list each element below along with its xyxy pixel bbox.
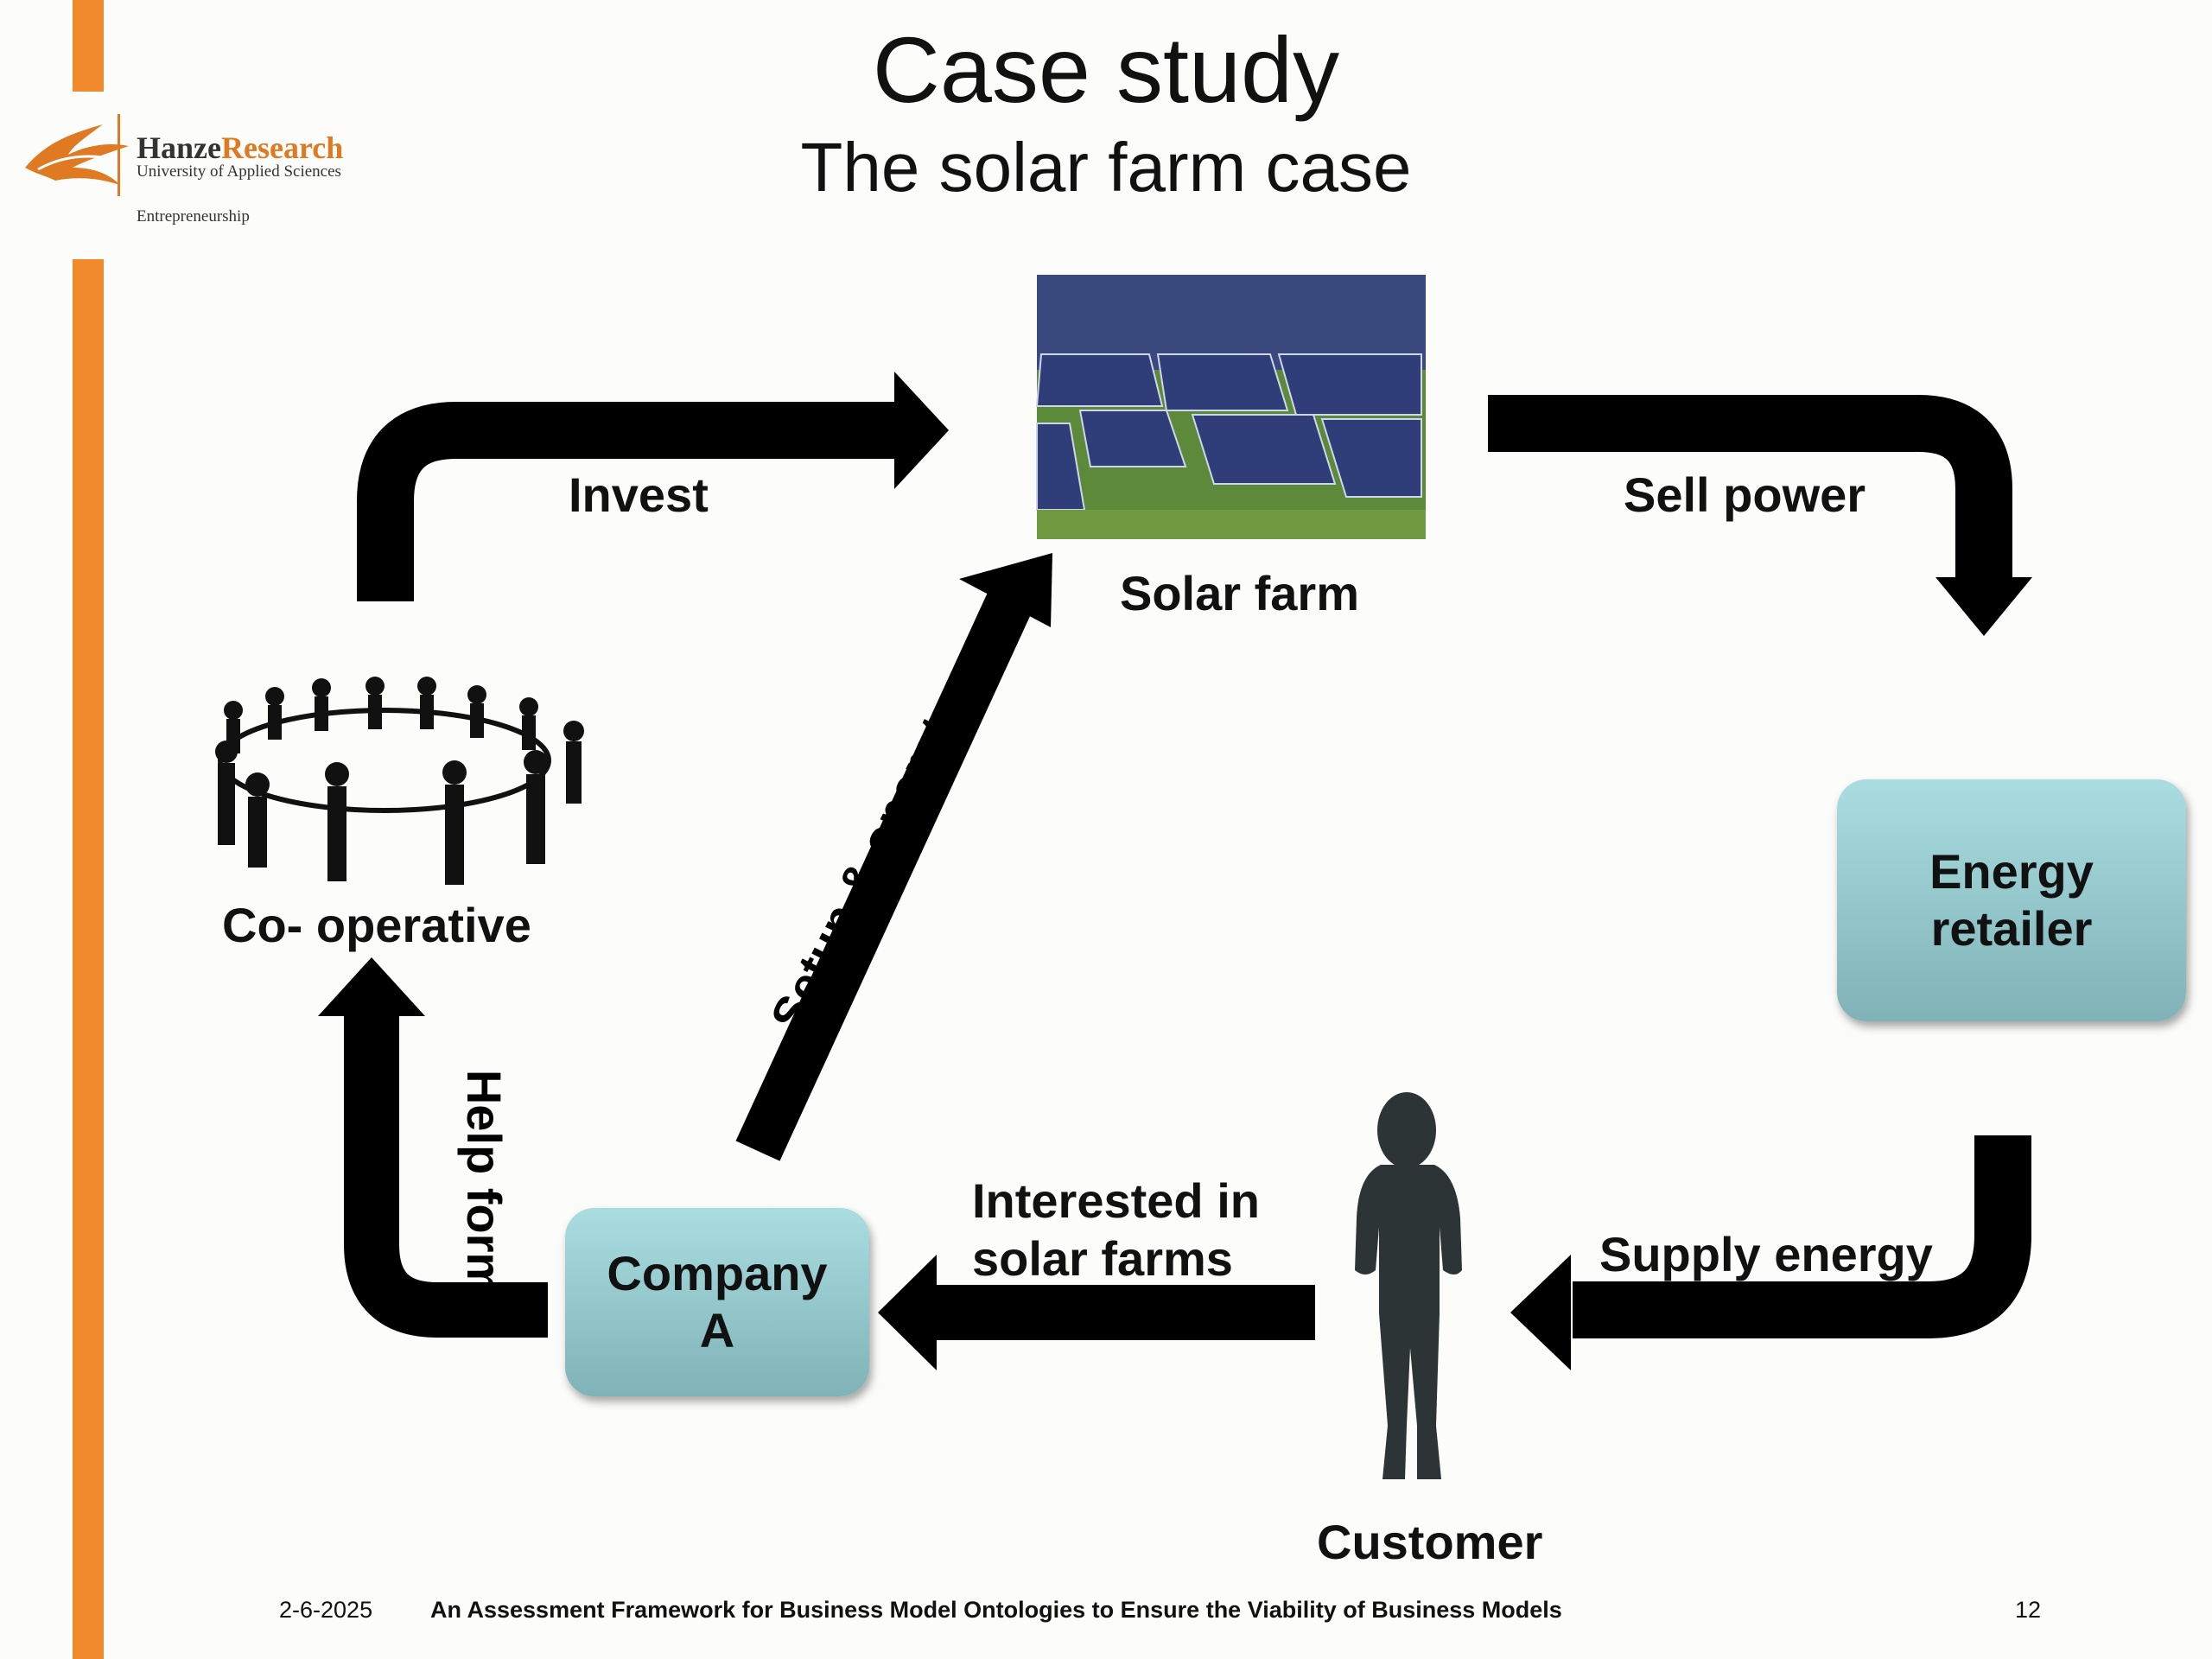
- flame-logo-icon: [25, 114, 129, 196]
- company-a-box: Company A: [565, 1208, 869, 1396]
- energy-retailer-box: Energy retailer: [1837, 779, 2186, 1021]
- supply-energy-label: Supply energy: [1599, 1227, 1933, 1281]
- setup-operate-arrow: [735, 553, 1052, 1161]
- logo-department: Entrepreneurship: [137, 207, 250, 226]
- footer-text: An Assessment Framework for Business Mod…: [430, 1597, 1562, 1623]
- help-form-label: Help form: [457, 1069, 512, 1296]
- logo-name: HanzeResearch: [137, 130, 344, 165]
- solar-farm-image: [1035, 275, 1426, 539]
- interested-arrow: [878, 1255, 1315, 1370]
- accent-bar-top: [73, 0, 104, 92]
- customer-silhouette-image: [1355, 1092, 1462, 1479]
- hanze-logo: HanzeResearch University of Applied Scie…: [21, 104, 384, 242]
- sell-power-arrow: [1488, 395, 2032, 636]
- footer-date: 2-6-2025: [279, 1597, 373, 1623]
- sell-power-label: Sell power: [1624, 467, 1866, 522]
- interested-label-line2: solar farms: [972, 1231, 1233, 1286]
- cooperative-label: Co- operative: [222, 898, 531, 952]
- customer-label: Customer: [1317, 1515, 1543, 1569]
- invest-label: Invest: [569, 467, 709, 522]
- supply-energy-arrow: [1510, 1135, 2031, 1370]
- help-form-arrow: [318, 957, 548, 1338]
- page-title: Case study: [872, 17, 1340, 122]
- accent-bar-main: [73, 259, 104, 1659]
- cooperative-people-image: [215, 677, 584, 885]
- invest-arrow: [357, 372, 949, 601]
- page-subtitle: The solar farm case: [800, 129, 1412, 206]
- logo-university: University of Applied Sciences: [137, 162, 341, 181]
- solar-farm-label: Solar farm: [1120, 566, 1359, 620]
- page-number: 12: [2015, 1597, 2042, 1623]
- interested-label-line1: Interested in: [972, 1173, 1260, 1228]
